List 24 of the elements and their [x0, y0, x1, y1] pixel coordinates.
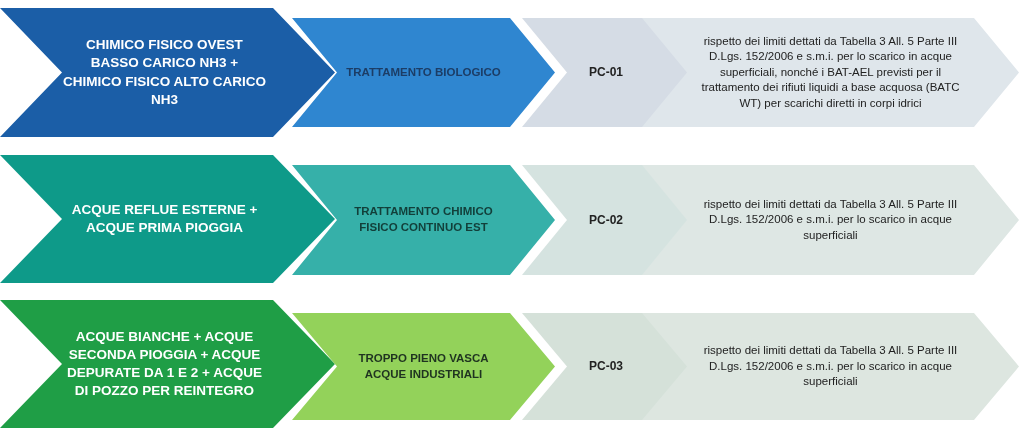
chevron-shape [522, 313, 690, 420]
description-text: rispetto dei limiti dettati da Tabella 3 All. 5 Parte III D.Lgs. 152/2006 e s.m.i. per lo scarico in acque superficiali [702, 343, 959, 390]
chevron-shape [522, 165, 690, 275]
chevron-shape [0, 8, 335, 137]
chevron-shape [0, 300, 335, 428]
chevron-shape [642, 18, 1019, 127]
description-text: rispetto dei limiti dettati da Tabella 3 All. 5 Parte III D.Lgs. 152/2006 e s.m.i. per lo scarico in acque superficiali, nonché i BAT-AEL previsti per il trattamento dei rifiuti liquidi a base acquosa (BATC WT) per scarichi diretti in corpi idrici [700, 33, 961, 111]
chevron-shape [0, 155, 335, 283]
node-text: ACQUE REFLUE ESTERNE + ACQUE PRIMA PIOGGIA [70, 200, 259, 237]
chevron-shape [292, 18, 555, 127]
node-text: TROPPO PIENO VASCA ACQUE INDUSTRIALI [357, 351, 490, 382]
node-text: PC-01 [589, 64, 623, 81]
chevron-shape [642, 165, 1019, 275]
node-text: CHIMICO FISICO OVEST BASSO CARICO NH3 + CHIMICO FISICO ALTO CARICO NH3 [62, 36, 267, 109]
chevron-shape [522, 18, 690, 127]
chevron-shape [292, 165, 555, 275]
node-text: PC-03 [589, 358, 623, 375]
chevron-shape [642, 313, 1019, 420]
node-text: ACQUE BIANCHE + ACQUE SECONDA PIOGGIA + ACQUE DEPURATE DA 1 E 2 + ACQUE DI POZZO PER REINTEGRO [66, 327, 263, 401]
node-text: TRATTAMENTO BIOLOGICO [346, 64, 501, 80]
chevron-shape [292, 313, 555, 420]
description-text: rispetto dei limiti dettati da Tabella 3 All. 5 Parte III D.Lgs. 152/2006 e s.m.i. per lo scarico in acque superficiali [702, 196, 959, 243]
node-text: PC-02 [589, 211, 623, 229]
node-text: TRATTAMENTO CHIMICO FISICO CONTINUO EST [353, 204, 494, 235]
